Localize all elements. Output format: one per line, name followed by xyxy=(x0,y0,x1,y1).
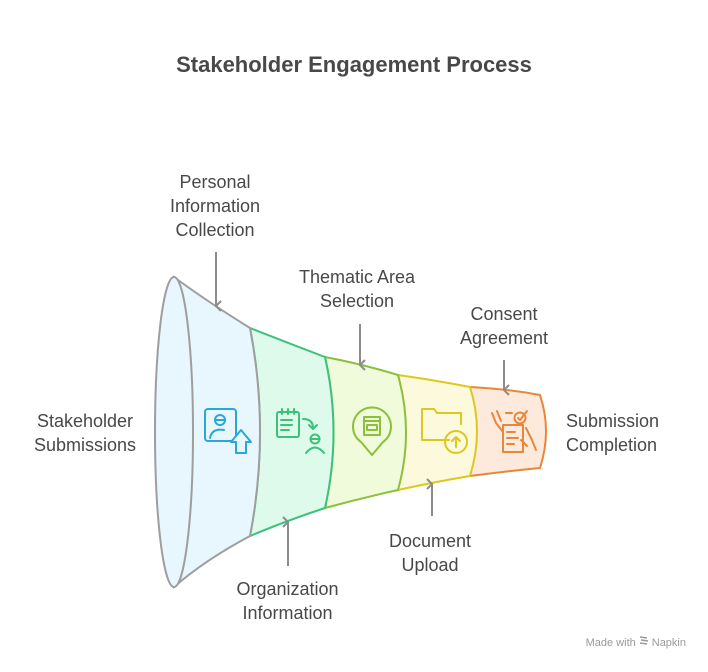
watermark-prefix: Made with xyxy=(585,636,636,649)
label-personal-information: Personal Information Collection xyxy=(169,172,261,240)
napkin-logo-icon xyxy=(639,636,649,649)
watermark: Made with Napkin xyxy=(586,636,686,649)
label-consent: Consent Agreement xyxy=(459,304,549,348)
watermark-brand: Napkin xyxy=(651,636,686,649)
label-end: Submission Completion xyxy=(566,411,660,455)
diagram-title: Stakeholder Engagement Process xyxy=(176,52,532,77)
user-upload-icon xyxy=(204,408,252,454)
funnel-segment-organization xyxy=(248,326,335,538)
funnel-segment-thematic xyxy=(323,355,407,510)
funnel-segment-document xyxy=(396,373,478,492)
label-start: Stakeholder Submissions xyxy=(33,411,137,455)
label-document-upload: Document Upload xyxy=(388,531,472,575)
funnel-mouth xyxy=(154,276,194,588)
label-thematic-area: Thematic Area Selection xyxy=(298,267,416,311)
notepad-person-icon xyxy=(276,408,325,454)
map-pin-box-icon xyxy=(352,406,392,456)
folder-upload-icon xyxy=(421,408,468,454)
signed-document-icon xyxy=(491,410,537,453)
label-organization: Organization Information xyxy=(236,579,339,623)
